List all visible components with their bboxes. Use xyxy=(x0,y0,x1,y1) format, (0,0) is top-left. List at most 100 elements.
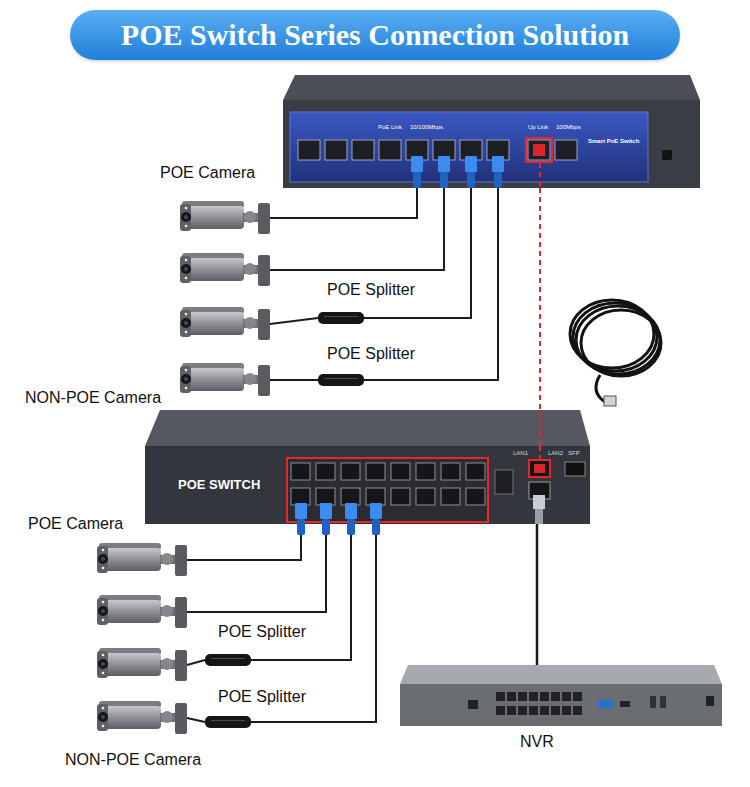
ip-camera-bottom-part xyxy=(97,648,187,681)
nvr-body-part xyxy=(496,706,505,715)
poe-switch-body-part xyxy=(145,446,590,524)
poe-switch-body xyxy=(145,410,590,543)
ip-camera-top xyxy=(180,201,270,396)
camera-wiring-top xyxy=(270,196,498,380)
port-label: LAN1 xyxy=(513,450,528,457)
smart-poe-switch-body-part xyxy=(465,156,477,196)
nvr-body-part xyxy=(540,692,549,701)
camera-wiring-top-part xyxy=(270,379,318,381)
poe-switch-body-part xyxy=(316,488,335,505)
diagram-title: POE Switch Series Connection Solution xyxy=(121,18,629,52)
port-label: Up Link xyxy=(528,124,548,131)
coiled-ethernet-cable xyxy=(570,300,661,406)
smart-poe-switch-body-part xyxy=(528,140,550,160)
poe-splitter-top-part xyxy=(318,374,364,386)
callout-label: POE Camera xyxy=(28,515,123,533)
nvr-body-part xyxy=(400,684,722,726)
callout-label: NON-POE Camera xyxy=(65,751,201,769)
smart-poe-switch-body-part xyxy=(298,140,320,160)
poe-switch-body-part xyxy=(529,460,550,477)
smart-poe-switch-body-part xyxy=(379,140,401,160)
callout-label: POE Splitter xyxy=(327,281,415,299)
smart-poe-switch-body-part xyxy=(539,163,541,188)
poe-switch-body-part xyxy=(533,495,545,509)
poe-switch-body-part xyxy=(391,488,410,505)
smart-poe-switch-body-part xyxy=(283,75,700,100)
poe-splitter-bottom-part xyxy=(205,654,251,666)
network-cable xyxy=(536,524,539,665)
camera-wiring-bottom-part xyxy=(187,543,326,612)
ip-camera-top-part xyxy=(180,307,270,340)
model-name: Smart PoE Switch xyxy=(588,138,639,145)
ip-camera-bottom-part xyxy=(97,595,187,628)
nvr-body-part xyxy=(562,706,571,715)
camera-wiring-bottom-part xyxy=(187,660,205,665)
poe-switch: PoE Link10/100MbpsUp Link100MbpsSmart Po… xyxy=(283,100,700,188)
smart-poe-switch-body-part xyxy=(662,150,672,160)
poe-switch-body-part xyxy=(341,463,360,480)
nvr-body-part xyxy=(551,692,560,701)
poe-switch: POE SWITCHLAN1LAN2SFP xyxy=(145,446,590,524)
camera-wiring-top-part xyxy=(270,196,444,270)
smart-poe-switch-body-part xyxy=(492,156,504,196)
ip-camera-top-part xyxy=(180,201,270,234)
nvr-body-part xyxy=(551,706,560,715)
nvr-body-part xyxy=(529,692,538,701)
poe-switch-body-part xyxy=(287,458,488,522)
callout-label: POE Camera xyxy=(160,164,255,182)
nvr-recorder: NVR xyxy=(400,665,722,752)
ip-camera-top-part xyxy=(180,363,270,396)
port-group-label: PoE Link xyxy=(378,124,402,131)
poe-switch-body-part xyxy=(416,463,435,480)
device-name: POE SWITCH xyxy=(178,478,260,493)
callout-label: POE Splitter xyxy=(327,345,415,363)
poe-switch-body-part xyxy=(539,446,541,459)
nvr-body-part xyxy=(540,706,549,715)
camera-wiring-bottom-part xyxy=(187,543,301,560)
nvr-body-part xyxy=(518,692,527,701)
smart-poe-switch-body-part xyxy=(555,140,577,160)
port-label: SFP xyxy=(568,450,580,457)
coiled-ethernet-cable-part xyxy=(604,396,616,406)
smart-poe-switch-body-part xyxy=(411,156,423,196)
smart-poe-switch-body-part xyxy=(533,144,545,156)
ip-camera-bottom xyxy=(97,543,187,734)
camera-wiring-bottom-part xyxy=(251,543,351,660)
ip-camera-bottom-part xyxy=(97,701,187,734)
poe-switch-body-part xyxy=(291,488,310,505)
nvr-body-part xyxy=(660,696,666,708)
nvr-body xyxy=(400,665,722,726)
callout-label: POE Splitter xyxy=(218,623,306,641)
poe-splitter-top-part xyxy=(318,312,364,324)
nvr-body-part xyxy=(518,706,527,715)
poe-switch-body-part xyxy=(341,488,360,505)
smart-poe-switch-body-part xyxy=(526,138,552,162)
poe-switch-body-part xyxy=(366,463,385,480)
smart-poe-switch-body-part xyxy=(352,140,374,160)
network-cable xyxy=(539,188,541,446)
poe-switch-body-part xyxy=(391,463,410,480)
poe-splitter-bottom-part xyxy=(205,716,251,728)
poe-switch-body-part xyxy=(466,463,485,480)
nvr-body-part xyxy=(468,700,478,709)
nvr-body-part xyxy=(573,692,582,701)
nvr-body-part xyxy=(598,700,614,708)
nvr-body-part xyxy=(507,692,516,701)
coiled-ethernet-cable-part xyxy=(581,310,661,376)
smart-poe-switch-body-part xyxy=(438,156,450,196)
nvr-body-part xyxy=(400,665,722,684)
title-banner: POE Switch Series Connection Solution xyxy=(70,10,680,60)
poe-switch-body-part xyxy=(370,503,382,543)
poe-switch-body-part xyxy=(416,488,435,505)
poe-switch-body-part xyxy=(466,488,485,505)
device-name: NVR xyxy=(520,733,554,751)
camera-wiring-bottom-part xyxy=(187,718,205,722)
poe-switch-body-part xyxy=(495,470,513,494)
ip-camera-bottom-part xyxy=(97,543,187,576)
poe-switch-body-part xyxy=(534,464,545,473)
camera-wiring-top-part xyxy=(270,196,417,218)
smart-poe-switch-body-part xyxy=(283,100,700,188)
camera-wiring-top-part xyxy=(364,196,471,318)
nvr-body-part xyxy=(706,696,714,706)
